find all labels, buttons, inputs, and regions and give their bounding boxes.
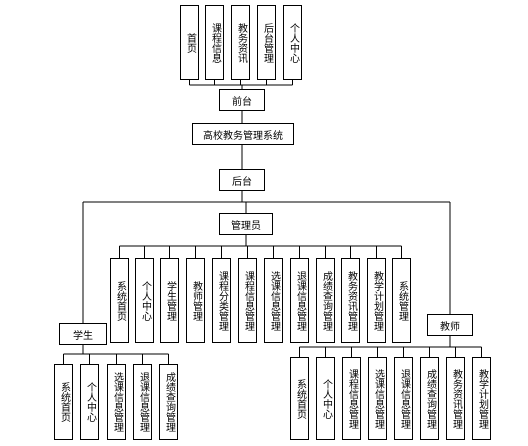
- frontend-node: 前台: [219, 89, 265, 111]
- teacher-module-course-selection: 选课信息管理: [368, 357, 387, 440]
- admin-module-course-withdrawal: 退课信息管理: [290, 258, 309, 343]
- teacher-module-system-home: 系统首页: [290, 357, 309, 440]
- admin-module-system-home: 系统首页: [110, 258, 129, 343]
- front-module-backend-admin: 后台管理: [257, 5, 276, 80]
- teacher-module-course-withdrawal: 退课信息管理: [394, 357, 413, 440]
- teacher-role-node: 教师: [427, 314, 473, 336]
- front-module-academic-news: 教务资讯: [231, 5, 250, 80]
- teacher-module-teaching-plan: 教学计划管理: [472, 357, 491, 440]
- student-module-grade-query: 成绩查询管理: [159, 364, 178, 440]
- admin-module-student-mgmt: 学生管理: [160, 258, 179, 343]
- student-module-personal-center: 个人中心: [80, 364, 99, 440]
- teacher-module-academic-news: 教务资讯管理: [446, 357, 465, 440]
- student-module-system-home: 系统首页: [54, 364, 73, 440]
- student-module-course-selection: 选课信息管理: [107, 364, 126, 440]
- admin-module-system-mgmt: 系统管理: [392, 258, 411, 343]
- student-module-course-withdrawal: 退课信息管理: [133, 364, 152, 440]
- admin-role-node: 管理员: [219, 213, 273, 235]
- system-root-node: 高校教务管理系统: [192, 123, 294, 145]
- admin-module-course-info: 课程信息管理: [238, 258, 257, 343]
- admin-module-personal-center: 个人中心: [135, 258, 154, 343]
- admin-module-academic-news: 教务资讯管理: [341, 258, 360, 343]
- front-module-home: 首页: [180, 5, 199, 80]
- front-module-course-info: 课程信息: [205, 5, 224, 80]
- admin-module-teacher-mgmt: 教师管理: [186, 258, 205, 343]
- teacher-module-grade-query: 成绩查询管理: [420, 357, 439, 440]
- admin-module-course-selection: 选课信息管理: [264, 258, 283, 343]
- teacher-module-personal-center: 个人中心: [316, 357, 335, 440]
- front-module-personal-center: 个人中心: [283, 5, 302, 80]
- admin-module-grade-query: 成绩查询管理: [316, 258, 335, 343]
- student-role-node: 学生: [59, 323, 107, 345]
- backend-node: 后台: [219, 169, 265, 191]
- admin-module-teaching-plan: 教学计划管理: [367, 258, 386, 343]
- teacher-module-course-info: 课程信息管理: [342, 357, 361, 440]
- admin-module-course-category: 课程分类管理: [212, 258, 231, 343]
